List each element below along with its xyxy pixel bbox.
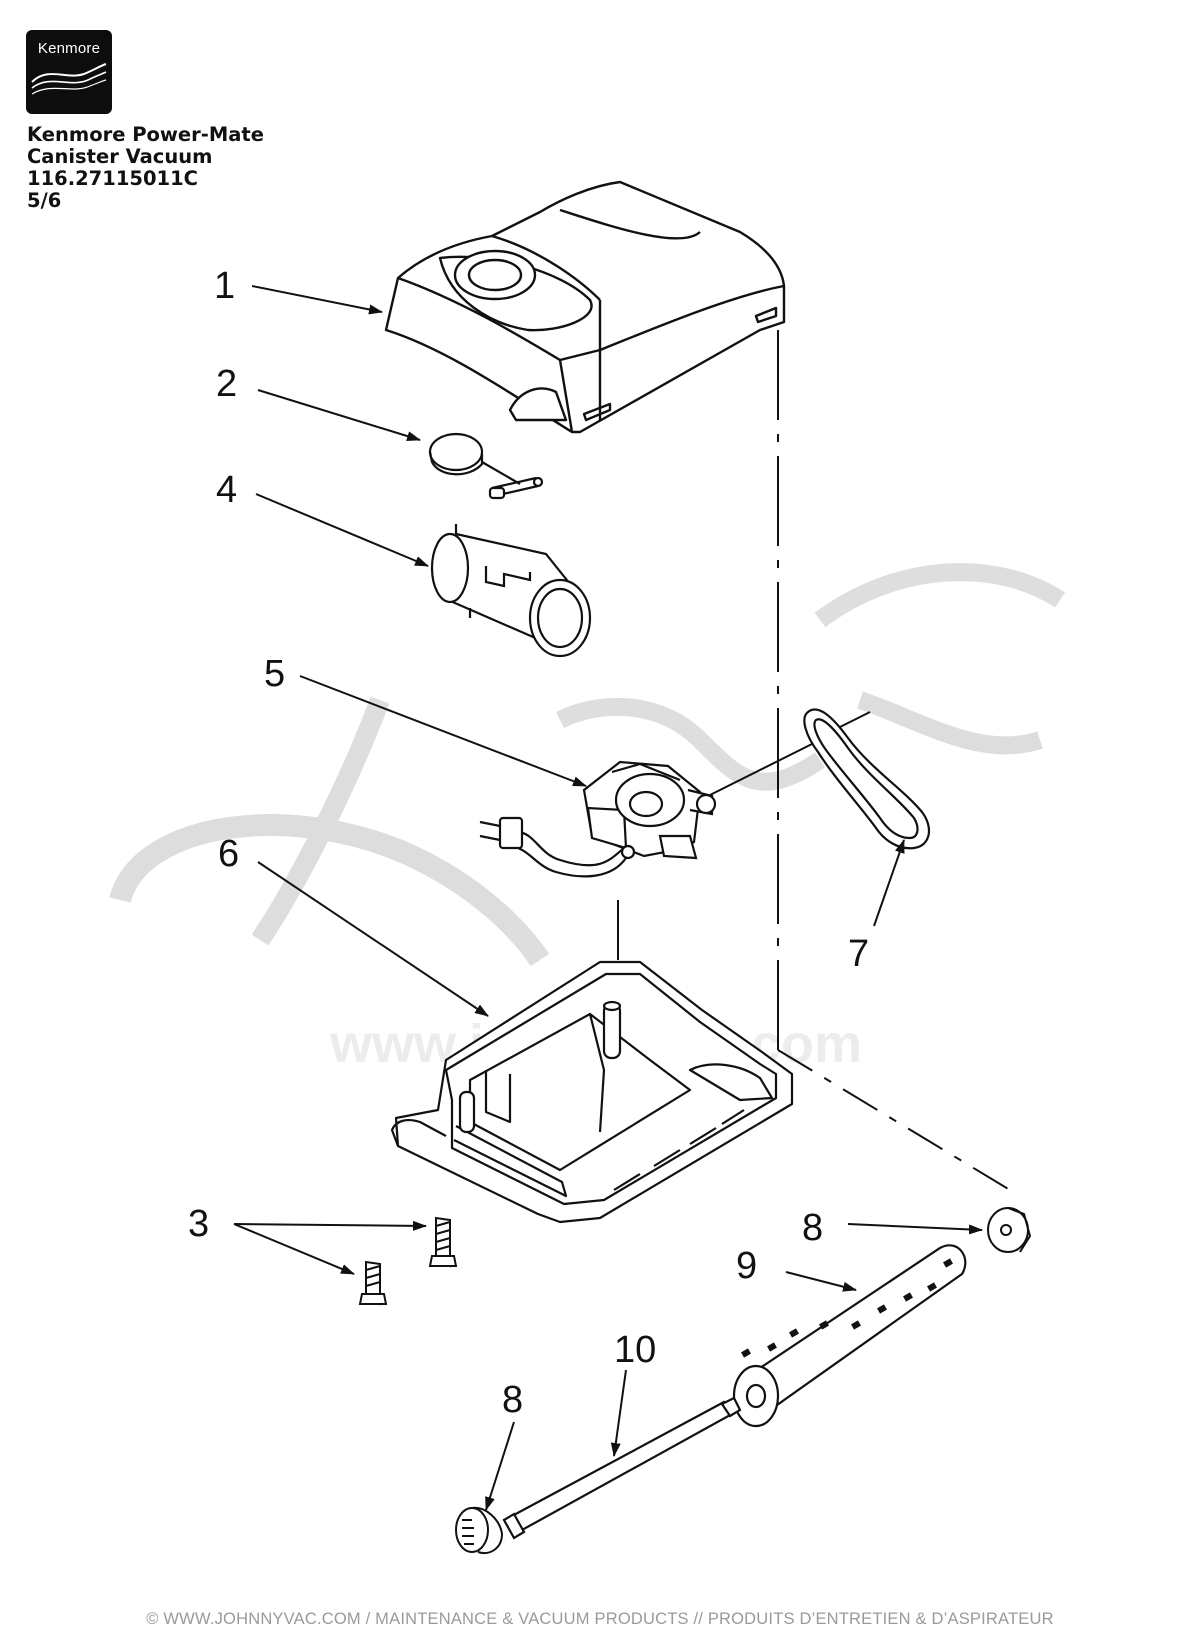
part-1-top-cover [384, 180, 786, 434]
document-title: Kenmore Power-Mate Canister Vacuum 116.2… [27, 124, 264, 212]
belt-guide-line [709, 739, 821, 796]
assembly-guide-line-diagonal [777, 1049, 1011, 1191]
callout-3: 3 [188, 1203, 209, 1245]
callout-9: 9 [736, 1245, 757, 1287]
callout-8-right: 8 [802, 1207, 823, 1249]
kenmore-logo: Kenmore [26, 30, 112, 114]
title-line-type: Canister Vacuum [27, 145, 213, 168]
callout-2: 2 [216, 363, 237, 405]
footer-copyright: © WWW.JOHNNYVAC.COM / MAINTENANCE & VACU… [146, 1610, 1054, 1628]
part-4-tube-connector [430, 524, 592, 658]
callout-6: 6 [218, 833, 239, 875]
part-9-brush-roll [732, 1244, 967, 1428]
callout-7: 7 [848, 933, 869, 975]
leader-arrows [233, 285, 983, 1511]
logo-text: Kenmore [37, 40, 101, 57]
part-10-shaft [502, 1396, 742, 1540]
part-2-knob-and-pin [428, 432, 544, 500]
title-line-model: 116.27115011C [27, 167, 198, 190]
part-5-motor-assembly [479, 760, 717, 878]
callout-5: 5 [264, 653, 285, 695]
callout-1: 1 [214, 265, 235, 307]
johnnyvac-watermark [109, 563, 1065, 967]
part-8-end-cap-left [455, 1506, 504, 1554]
callout-10: 10 [614, 1329, 656, 1371]
part-3-screws [358, 1216, 458, 1306]
callout-4: 4 [216, 469, 237, 511]
title-line-page: 5/6 [27, 189, 62, 212]
title-line-product: Kenmore Power-Mate [27, 123, 264, 146]
callout-8-left: 8 [502, 1379, 523, 1421]
part-6-base-housing [390, 960, 794, 1224]
logo-swoosh-icon [31, 63, 107, 95]
part-7-drive-belt [803, 708, 931, 850]
part-8-end-cap-right [987, 1207, 1032, 1253]
